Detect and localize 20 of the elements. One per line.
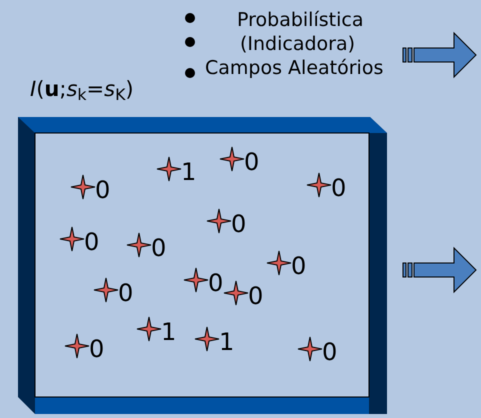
point-value: 0: [291, 253, 306, 279]
point-value: 0: [84, 229, 100, 255]
point-value: 0: [208, 270, 224, 296]
point-value: 0: [331, 175, 346, 201]
point-value: 0: [244, 149, 260, 175]
point-value: 0: [118, 280, 134, 306]
point-value: 0: [231, 211, 246, 237]
bullet-text: Probabilística: [237, 8, 364, 32]
point-value: 0: [95, 177, 110, 203]
bullet-text: Campos Aleatórios: [205, 56, 384, 80]
frame-drawing: [18, 117, 387, 414]
point-value: 0: [89, 336, 104, 362]
point-value: 1: [219, 329, 234, 355]
point-value: 0: [151, 235, 166, 261]
point-value: 1: [161, 319, 176, 345]
bullet-text: (Indicadora): [240, 32, 356, 56]
indicator-formula: I(u;s$_{k}$=s$_{K}$): [30, 76, 134, 104]
point-value: 1: [181, 159, 196, 185]
point-value: 0: [248, 283, 264, 309]
point-value: 0: [322, 339, 338, 365]
